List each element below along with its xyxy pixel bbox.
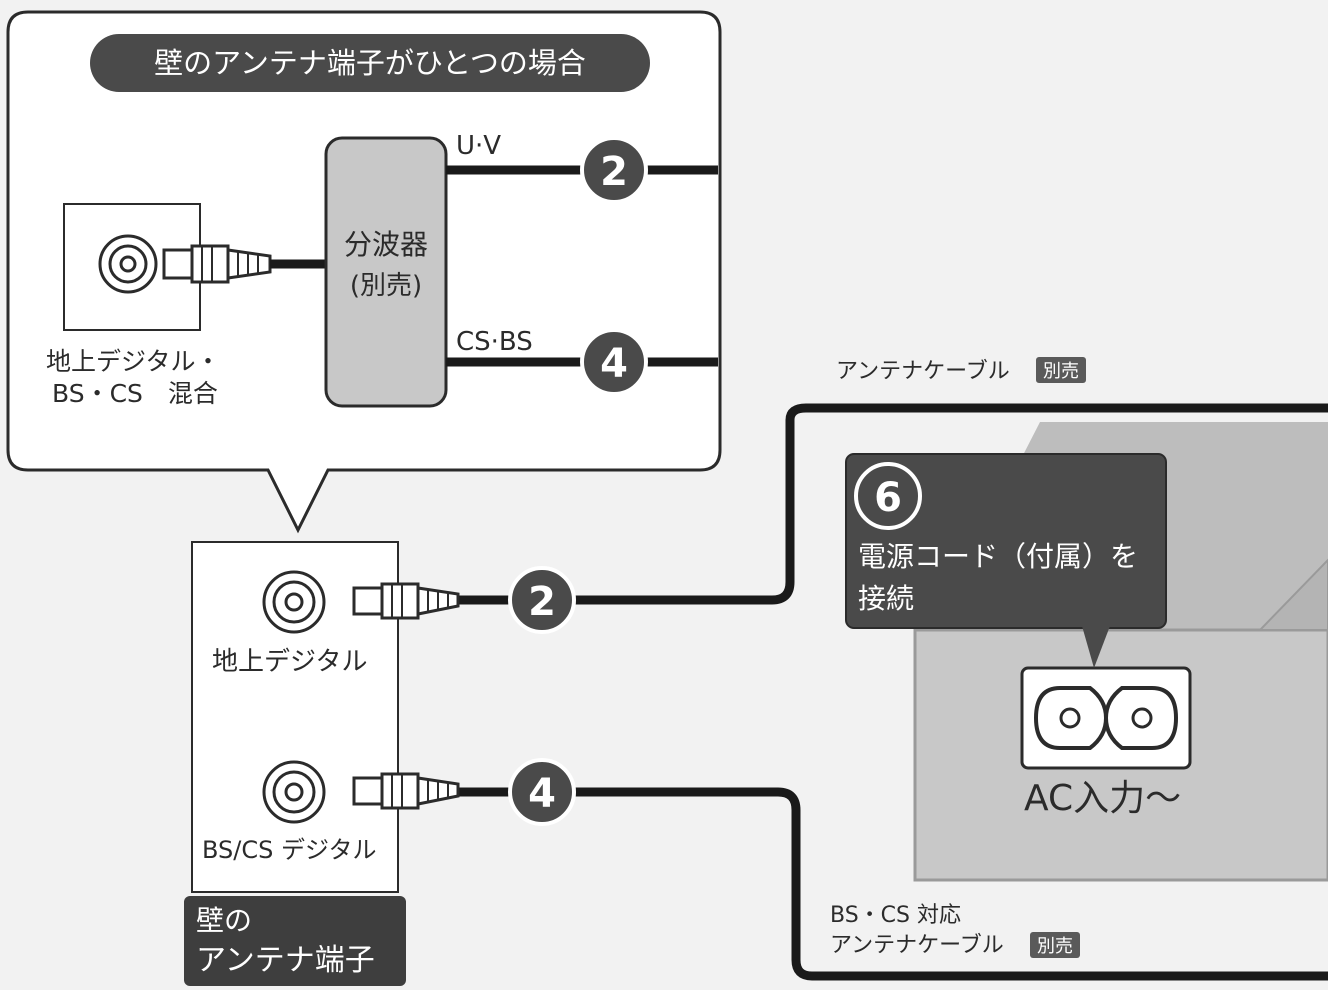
step-2-badge-upper: 2 — [580, 136, 648, 204]
svg-text:2: 2 — [600, 149, 628, 195]
csbs-label: CS·BS — [456, 327, 533, 357]
svg-text:アンテナ端子: アンテナ端子 — [196, 943, 375, 978]
bscs-plug — [352, 772, 460, 810]
single-outlet-port — [98, 234, 158, 294]
bscs-label: BS/CS デジタル — [202, 836, 377, 864]
bscs-cable-label-line2: アンテナケーブル — [830, 933, 1004, 958]
wall-antenna-tag: 壁の アンテナ端子 — [184, 896, 406, 986]
sold-separately-badge — [1036, 357, 1086, 383]
antenna-cable-bscs — [458, 787, 1328, 981]
sold-separately-badge-2 — [1030, 932, 1080, 958]
step-4-badge-upper: 4 — [580, 328, 648, 396]
svg-text:4: 4 — [600, 341, 628, 387]
splitter-sub-label: (別売) — [350, 271, 422, 301]
sold-separately-text: 別売 — [1043, 361, 1079, 382]
step-4-badge-lower: 4 — [508, 758, 576, 826]
terrestrial-plug — [352, 582, 460, 620]
callout-title-badge: 壁のアンテナ端子がひとつの場合 — [90, 34, 650, 92]
antenna-cable-label: アンテナケーブル — [836, 359, 1010, 384]
sold-separately-text-2: 別売 — [1037, 936, 1073, 957]
outlet-label-line1: 地上デジタル・ — [46, 347, 221, 376]
terrestrial-label: 地上デジタル — [212, 647, 367, 677]
step-6-badge — [854, 462, 922, 530]
outlet-label-line2: BS・CS 混合 — [52, 379, 218, 408]
svg-text:2: 2 — [528, 579, 556, 625]
splitter: 分波器 (別売) — [324, 136, 448, 408]
power-instruction-line1: 電源コード（付属）を — [858, 540, 1138, 573]
bscs-cable-label-line1: BS・CS 対応 — [830, 903, 961, 928]
step-2-badge-lower: 2 — [508, 566, 576, 634]
callout-title: 壁のアンテナ端子がひとつの場合 — [154, 46, 586, 80]
power-instruction-line2: 接続 — [858, 582, 914, 615]
antenna-cable-terrestrial — [458, 403, 1328, 605]
step-6-number: 6 — [874, 475, 902, 521]
single-outlet-plug — [162, 244, 272, 284]
power-instruction-box: 6 電源コード（付属）を 接続 — [845, 453, 1167, 668]
ac-inlet — [1020, 666, 1192, 770]
uv-label: U·V — [456, 131, 501, 161]
splitter-label: 分波器 — [344, 228, 428, 261]
terrestrial-port — [262, 570, 326, 634]
svg-text:壁の: 壁の — [196, 904, 252, 937]
ac-input-label: AC入力～ — [1024, 778, 1181, 819]
bscs-port — [262, 760, 326, 824]
svg-text:4: 4 — [528, 771, 556, 817]
